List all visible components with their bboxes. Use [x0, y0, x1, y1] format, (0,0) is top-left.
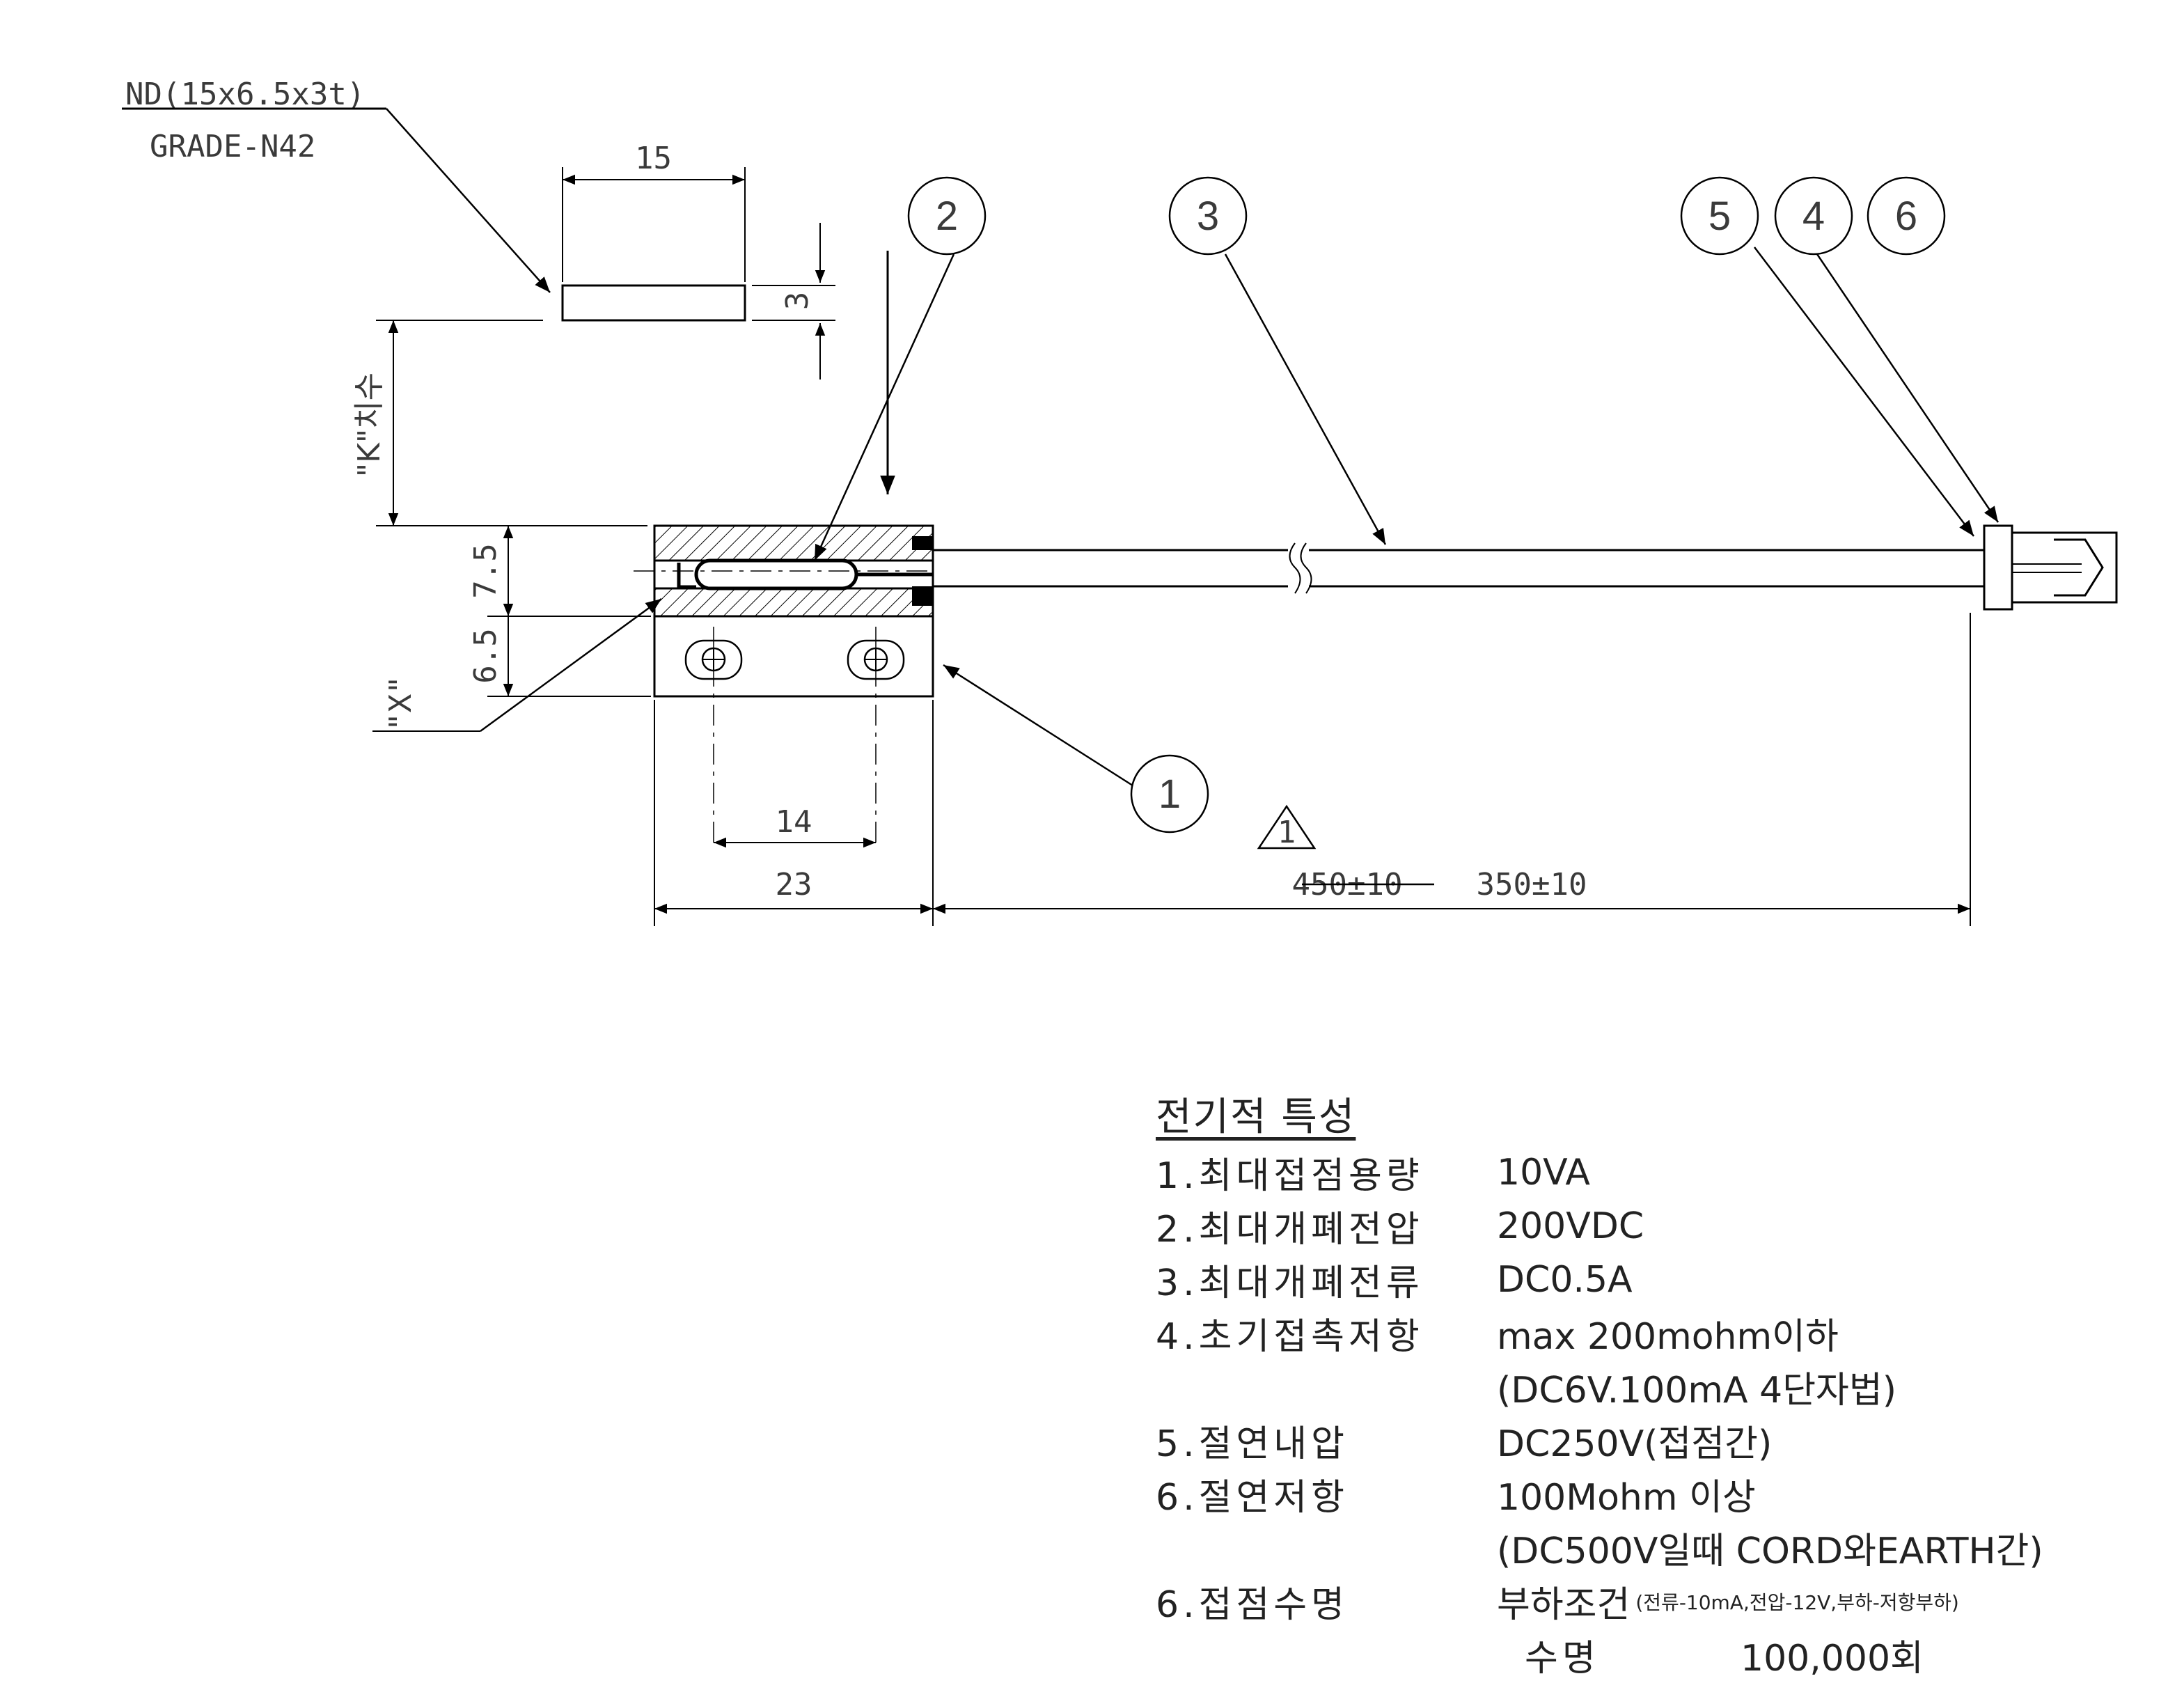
spec-row: (DC6V.100mA 4단자법): [1156, 1360, 2172, 1414]
mounting-hole-left: [684, 627, 743, 850]
magnet-spec-line1: ND(15x6.5x3t): [125, 77, 365, 112]
spec-note: (전류-10mA,전압-12V,부하-저항부하): [1635, 1590, 1959, 1614]
spec-label: 3.최대개폐전류: [1156, 1262, 1424, 1304]
dim-hole-pitch: 14: [776, 804, 812, 840]
balloon-5: 5: [1680, 176, 1974, 537]
balloon-6: 6: [1867, 176, 1946, 256]
spec-label: 2.최대개폐전압: [1156, 1209, 1424, 1251]
dim-k-label: "K"치수: [352, 373, 387, 477]
body-height-dims: 7.5 6.5: [468, 526, 651, 697]
spec-value: (DC500V일때 CORD와EARTH간): [1497, 1531, 2043, 1572]
magnet: 15 3: [561, 141, 835, 379]
mounting-hole-right: [847, 627, 905, 850]
spec-value: DC0.5A: [1497, 1258, 1633, 1301]
spec-row: 6.접점수명 부하조건(전류-10mA,전압-12V,부하-저항부하): [1156, 1574, 2172, 1628]
spec-row: 3.최대개폐전류 DC0.5A: [1156, 1253, 2172, 1306]
spec-value: 100Mohm 이상: [1497, 1477, 1756, 1519]
spec-row: 1.최대접점용량 10VA: [1156, 1145, 2172, 1199]
connector: [1983, 524, 2118, 611]
bottom-dimensions: 14 23 450±10 350±10 1: [654, 613, 1971, 926]
spec-row: (DC500V일때 CORD와EARTH간): [1156, 1521, 2172, 1574]
dim-lower-height: 6.5: [468, 628, 503, 683]
balloon-1: 1: [943, 664, 1209, 834]
balloon-6-label: 6: [1895, 194, 1917, 239]
dim-body-length: 23: [776, 867, 812, 902]
dim-magnet-thickness: 3: [780, 292, 815, 311]
specs-title: 전기적 특성: [1156, 1095, 1356, 1140]
dim-upper-height: 7.5: [468, 543, 503, 598]
spec-row: 5.절연내압 DC250V(접점간): [1156, 1414, 2172, 1467]
magnet-spec-callout: ND(15x6.5x3t) GRADE-N42: [122, 77, 551, 293]
spec-value: 200VDC: [1497, 1205, 1644, 1247]
balloon-1-label: 1: [1158, 772, 1181, 817]
balloon-5-label: 5: [1708, 194, 1731, 239]
sensor-body: [634, 524, 934, 850]
spec-row: 6.절연저항 100Mohm 이상: [1156, 1467, 2172, 1521]
balloon-2: 2: [813, 176, 987, 561]
life-label: 수명: [1525, 1638, 1600, 1680]
revision-mark: 1: [1278, 815, 1296, 850]
spec-row: 4.초기접촉저항 max 200mohm이하: [1156, 1306, 2172, 1360]
k-dimension: "K"치수: [352, 320, 647, 526]
spec-label: 6.접점수명: [1156, 1584, 1349, 1626]
dim-cable-new: 350±10: [1477, 867, 1587, 902]
spec-value: DC250V(접점간): [1497, 1423, 1773, 1465]
spec-value: 부하조건: [1497, 1584, 1631, 1626]
magnet-spec-line2: GRADE-N42: [150, 129, 315, 164]
spec-label: 5.절연내압: [1156, 1423, 1349, 1465]
spec-row: 2.최대개폐전압 200VDC: [1156, 1199, 2172, 1253]
balloon-4: 4: [1774, 176, 2000, 523]
x-label: "X": [383, 675, 418, 730]
spec-label: 4.초기접촉저항: [1156, 1316, 1424, 1358]
cable: [933, 542, 1984, 594]
x-detail-callout: "X": [372, 597, 662, 733]
balloon-3: 3: [1168, 176, 1387, 545]
spec-value: 10VA: [1497, 1151, 1590, 1194]
life-row: 수명 100,000회: [1156, 1628, 2172, 1682]
spec-value: max 200mohm이하: [1497, 1316, 1839, 1358]
spec-label: 1.최대접점용량: [1156, 1155, 1424, 1197]
balloon-2-label: 2: [936, 194, 958, 239]
balloon-3-label: 3: [1197, 194, 1219, 239]
spec-value: (DC6V.100mA 4단자법): [1497, 1370, 1897, 1411]
electrical-specs: 전기적 특성 1.최대접점용량 10VA 2.최대개폐전압 200VDC 3.최대개…: [1156, 1090, 2172, 1682]
life-value: 100,000회: [1741, 1638, 1924, 1680]
dim-magnet-length: 15: [635, 141, 672, 176]
spec-label: 6.절연저항: [1156, 1477, 1349, 1519]
balloon-4-label: 4: [1802, 194, 1825, 239]
